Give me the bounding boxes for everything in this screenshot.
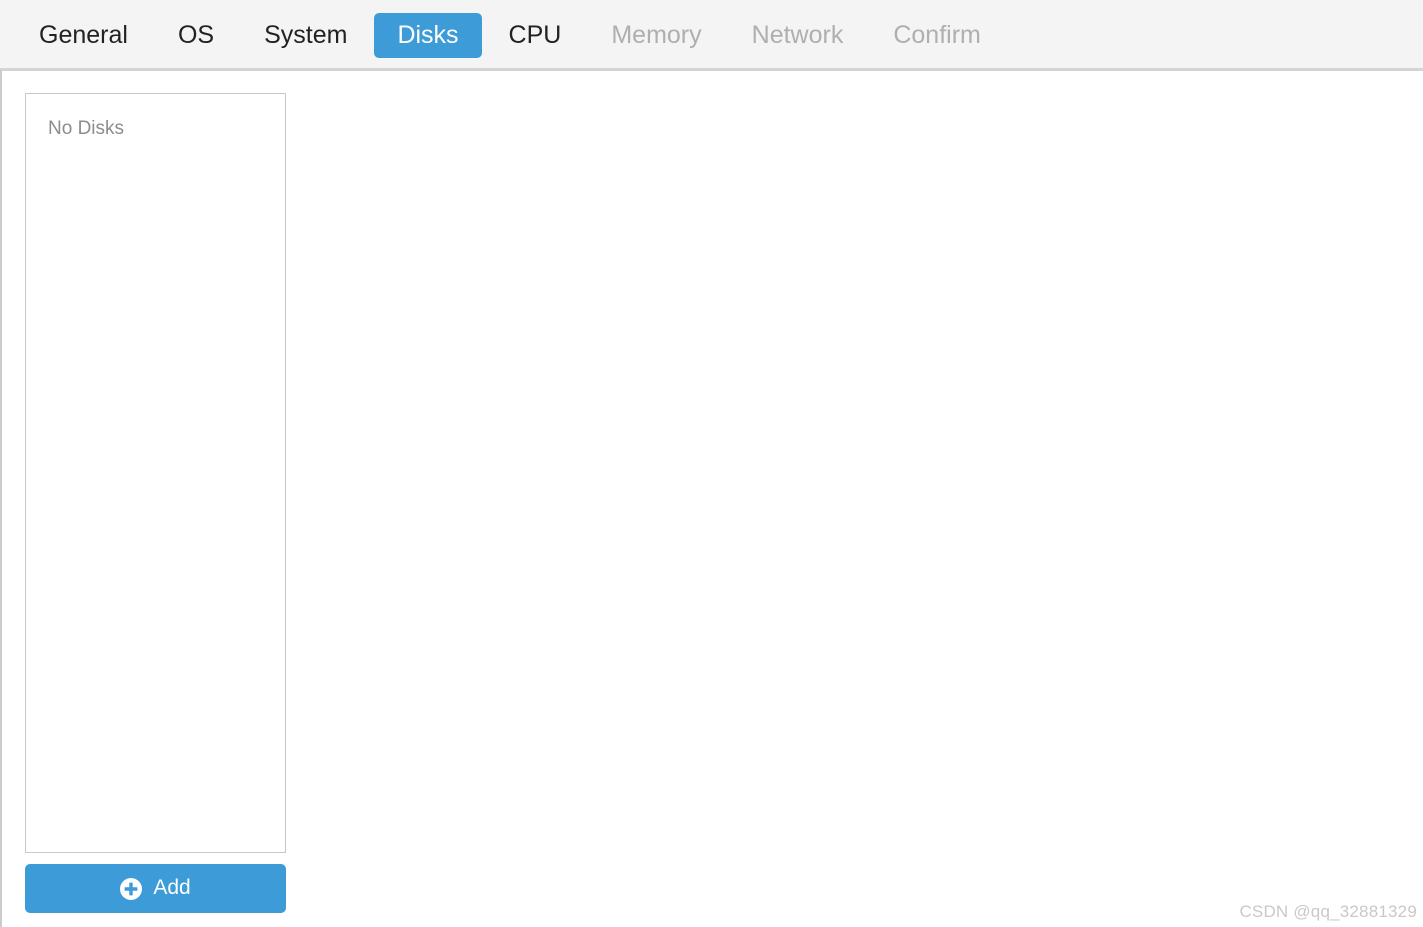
tab-confirm: Confirm	[893, 20, 981, 49]
disk-list-empty-label: No Disks	[48, 118, 125, 139]
add-disk-button[interactable]: Add	[25, 864, 286, 913]
plus-circle-icon	[120, 877, 143, 900]
tab-memory: Memory	[611, 20, 702, 49]
tab-disks[interactable]: Disks	[374, 12, 482, 58]
disk-list-box[interactable]: No Disks	[25, 93, 286, 853]
content-panel: No Disks Add	[0, 70, 1423, 927]
add-disk-button-label: Add	[153, 876, 191, 899]
watermark-text: CSDN @qq_32881329	[1239, 902, 1417, 921]
disks-column: No Disks Add	[25, 93, 286, 913]
tab-network: Network	[751, 20, 844, 49]
tab-cpu[interactable]: CPU	[508, 20, 562, 49]
wizard-tab-bar: General OS System Disks CPU Memory Netwo…	[0, 0, 1423, 70]
tab-general[interactable]: General	[39, 20, 128, 49]
tab-system[interactable]: System	[264, 20, 348, 49]
tab-list: General OS System Disks CPU Memory Netwo…	[0, 0, 1006, 70]
tab-os[interactable]: OS	[177, 20, 215, 49]
